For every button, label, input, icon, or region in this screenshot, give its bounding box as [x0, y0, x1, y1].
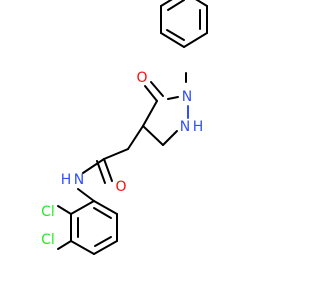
ring-nitrogen-h-label: N	[180, 119, 190, 135]
phenyl-bond-6-inner	[166, 29, 185, 41]
bond-n-aryl	[77, 188, 95, 202]
chloro-bottom-label: Cl	[41, 232, 55, 248]
phenyl-bond-6	[160, 32, 185, 48]
phenyl-bond-3	[195, 0, 208, 7]
amide-nitrogen-label: N	[74, 172, 84, 188]
aryl-bond-4-inner	[94, 236, 112, 247]
bond-cl-bottom	[57, 240, 72, 250]
amide-hydrogen-label: H	[61, 172, 72, 188]
bond-c4-ch2	[127, 125, 144, 150]
ring-nitrogen-phenyl-label: N	[182, 89, 192, 105]
molecule-structure: O N N H O N H Cl Cl	[41, 0, 208, 255]
ring-bond-c3-c4	[142, 125, 164, 146]
ring-bond-c5-n1	[167, 96, 179, 100]
pyrazolidinone-ring	[142, 96, 189, 146]
ring-nh-hydrogen-label: H	[193, 119, 204, 135]
molecule-canvas: O N N H O N H Cl Cl	[41, 0, 208, 255]
aryl-bond-6	[93, 200, 118, 215]
aryl-bond-3	[70, 240, 95, 255]
ketone-oxygen-label: O	[136, 70, 147, 86]
bond-cl-top	[57, 205, 72, 215]
chloro-top-label: Cl	[41, 204, 55, 220]
aryl-bond-6-inner	[93, 207, 112, 219]
phenyl-ring	[160, 0, 208, 48]
amide-co-bond-1	[103, 158, 113, 182]
ketone-bond-2	[150, 81, 164, 97]
bond-ch2-carbonyl	[103, 148, 129, 160]
dichlorophenyl-ring	[70, 200, 118, 255]
aryl-bond-4	[93, 240, 118, 255]
amide-cn-bond	[82, 158, 105, 174]
ring-bond-c4-c5	[142, 100, 158, 127]
phenyl-bond-1	[183, 32, 208, 48]
amide-oxygen-label: O	[115, 179, 126, 195]
phenyl-bond-4-inner	[167, 0, 185, 11]
ring-bond-n2-c3	[162, 130, 178, 146]
ketone-bond-1	[144, 85, 158, 102]
phenyl-bond-4	[160, 0, 173, 7]
aryl-bond-1	[70, 200, 95, 215]
amide-co-bond-2	[96, 160, 106, 184]
